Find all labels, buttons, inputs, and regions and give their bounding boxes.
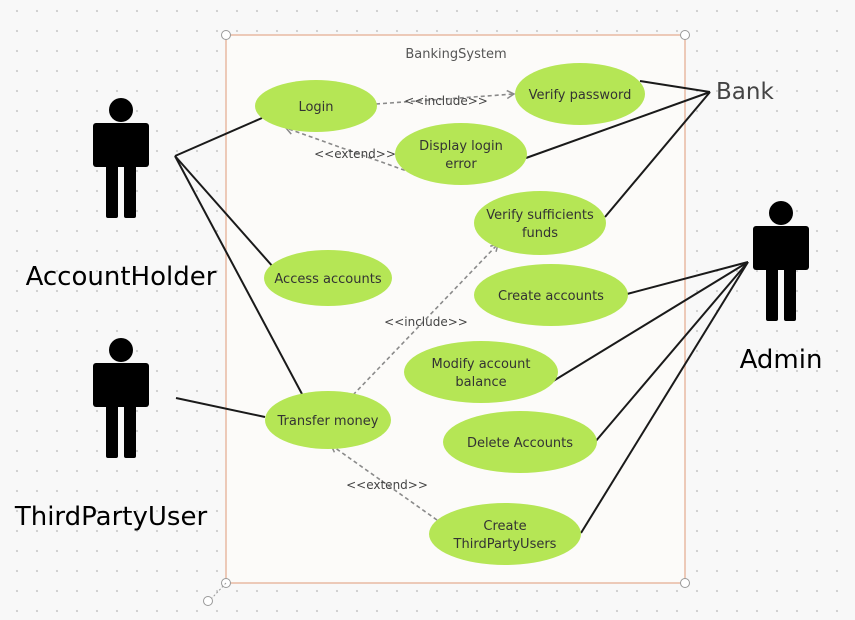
assoc-bank-loginerror[interactable] (525, 91, 711, 159)
dep-login-extend[interactable] (284, 125, 419, 176)
actor-admin[interactable]: Admin (740, 201, 823, 375)
assoc-holder-access[interactable] (174, 155, 275, 269)
label-transfer-include: <<include>> (384, 315, 468, 329)
assoc-admin-createthird[interactable] (580, 261, 749, 534)
use-case-create-third-party-users[interactable]: Create ThirdPartyUsers (429, 503, 581, 565)
assoc-holder-login[interactable] (174, 117, 263, 157)
use-case-access-accounts-label: Access accounts (274, 272, 381, 287)
label-login-extend: <<extend>> (314, 147, 396, 161)
association-lines (174, 80, 749, 534)
assoc-admin-create[interactable] (626, 261, 749, 295)
dependency-lines (284, 89, 516, 521)
resize-handle-top-left[interactable] (221, 30, 231, 40)
use-case-transfer-money[interactable]: Transfer money (265, 391, 391, 449)
use-case-verify-funds[interactable]: Verify sufficients funds (474, 191, 606, 255)
dep-login-include[interactable] (375, 89, 516, 105)
actor-third-party-user-name: ThirdPartyUser (14, 502, 208, 532)
use-case-transfer-money-label: Transfer money (277, 414, 379, 429)
use-case-login[interactable]: Login (255, 80, 377, 132)
actor-bank[interactable]: Bank (716, 79, 774, 105)
assoc-bank-funds[interactable] (604, 91, 711, 218)
use-case-delete-accounts-label: Delete Accounts (467, 436, 573, 451)
use-case-modify-balance-label-1: Modify account (432, 357, 531, 372)
use-case-display-login-error[interactable]: Display login error (395, 123, 527, 185)
use-case-modify-balance[interactable]: Modify account balance (404, 341, 558, 403)
use-case-create-accounts-label: Create accounts (498, 289, 604, 304)
resize-handle-top-right[interactable] (680, 30, 690, 40)
use-case-verify-password-label: Verify password (529, 88, 632, 103)
assoc-admin-modify[interactable] (549, 261, 749, 384)
actor-admin-icon (753, 201, 809, 321)
actor-third-party-user-icon (93, 338, 149, 458)
rotate-handle[interactable] (203, 596, 213, 606)
use-case-verify-funds-label-2: funds (522, 226, 558, 241)
use-case-modify-balance-label-2: balance (455, 375, 506, 390)
assoc-holder-transfer[interactable] (174, 155, 303, 395)
dep-transfer-extend[interactable] (329, 444, 438, 521)
use-case-create-third-party-users-label-1: Create (483, 519, 526, 534)
use-case-create-third-party-users-label-2: ThirdPartyUsers (453, 537, 557, 552)
use-case-access-accounts[interactable]: Access accounts (264, 250, 392, 306)
actor-account-holder[interactable]: AccountHolder (26, 98, 217, 292)
use-case-create-accounts[interactable]: Create accounts (474, 264, 628, 326)
use-case-verify-funds-label-1: Verify sufficients (486, 208, 594, 223)
label-login-include: <<include>> (404, 94, 488, 108)
label-transfer-extend: <<extend>> (346, 478, 428, 492)
actor-admin-name: Admin (740, 345, 823, 375)
assoc-admin-delete[interactable] (594, 261, 749, 443)
assoc-bank-verifypw[interactable] (639, 80, 711, 93)
rotate-handle-stem (211, 582, 227, 599)
assoc-thirdparty-transfer[interactable] (175, 397, 266, 418)
use-case-delete-accounts[interactable]: Delete Accounts (443, 411, 597, 473)
use-case-display-login-error-label-2: error (445, 157, 477, 172)
use-case-display-login-error-label-1: Display login (419, 139, 503, 154)
use-case-login-label: Login (298, 100, 333, 115)
use-case-verify-password[interactable]: Verify password (515, 63, 645, 125)
actor-third-party-user[interactable]: ThirdPartyUser (14, 338, 208, 532)
actor-account-holder-icon (93, 98, 149, 218)
system-title: BankingSystem (405, 47, 506, 62)
actor-account-holder-name: AccountHolder (26, 262, 217, 292)
resize-handle-bottom-right[interactable] (680, 578, 690, 588)
